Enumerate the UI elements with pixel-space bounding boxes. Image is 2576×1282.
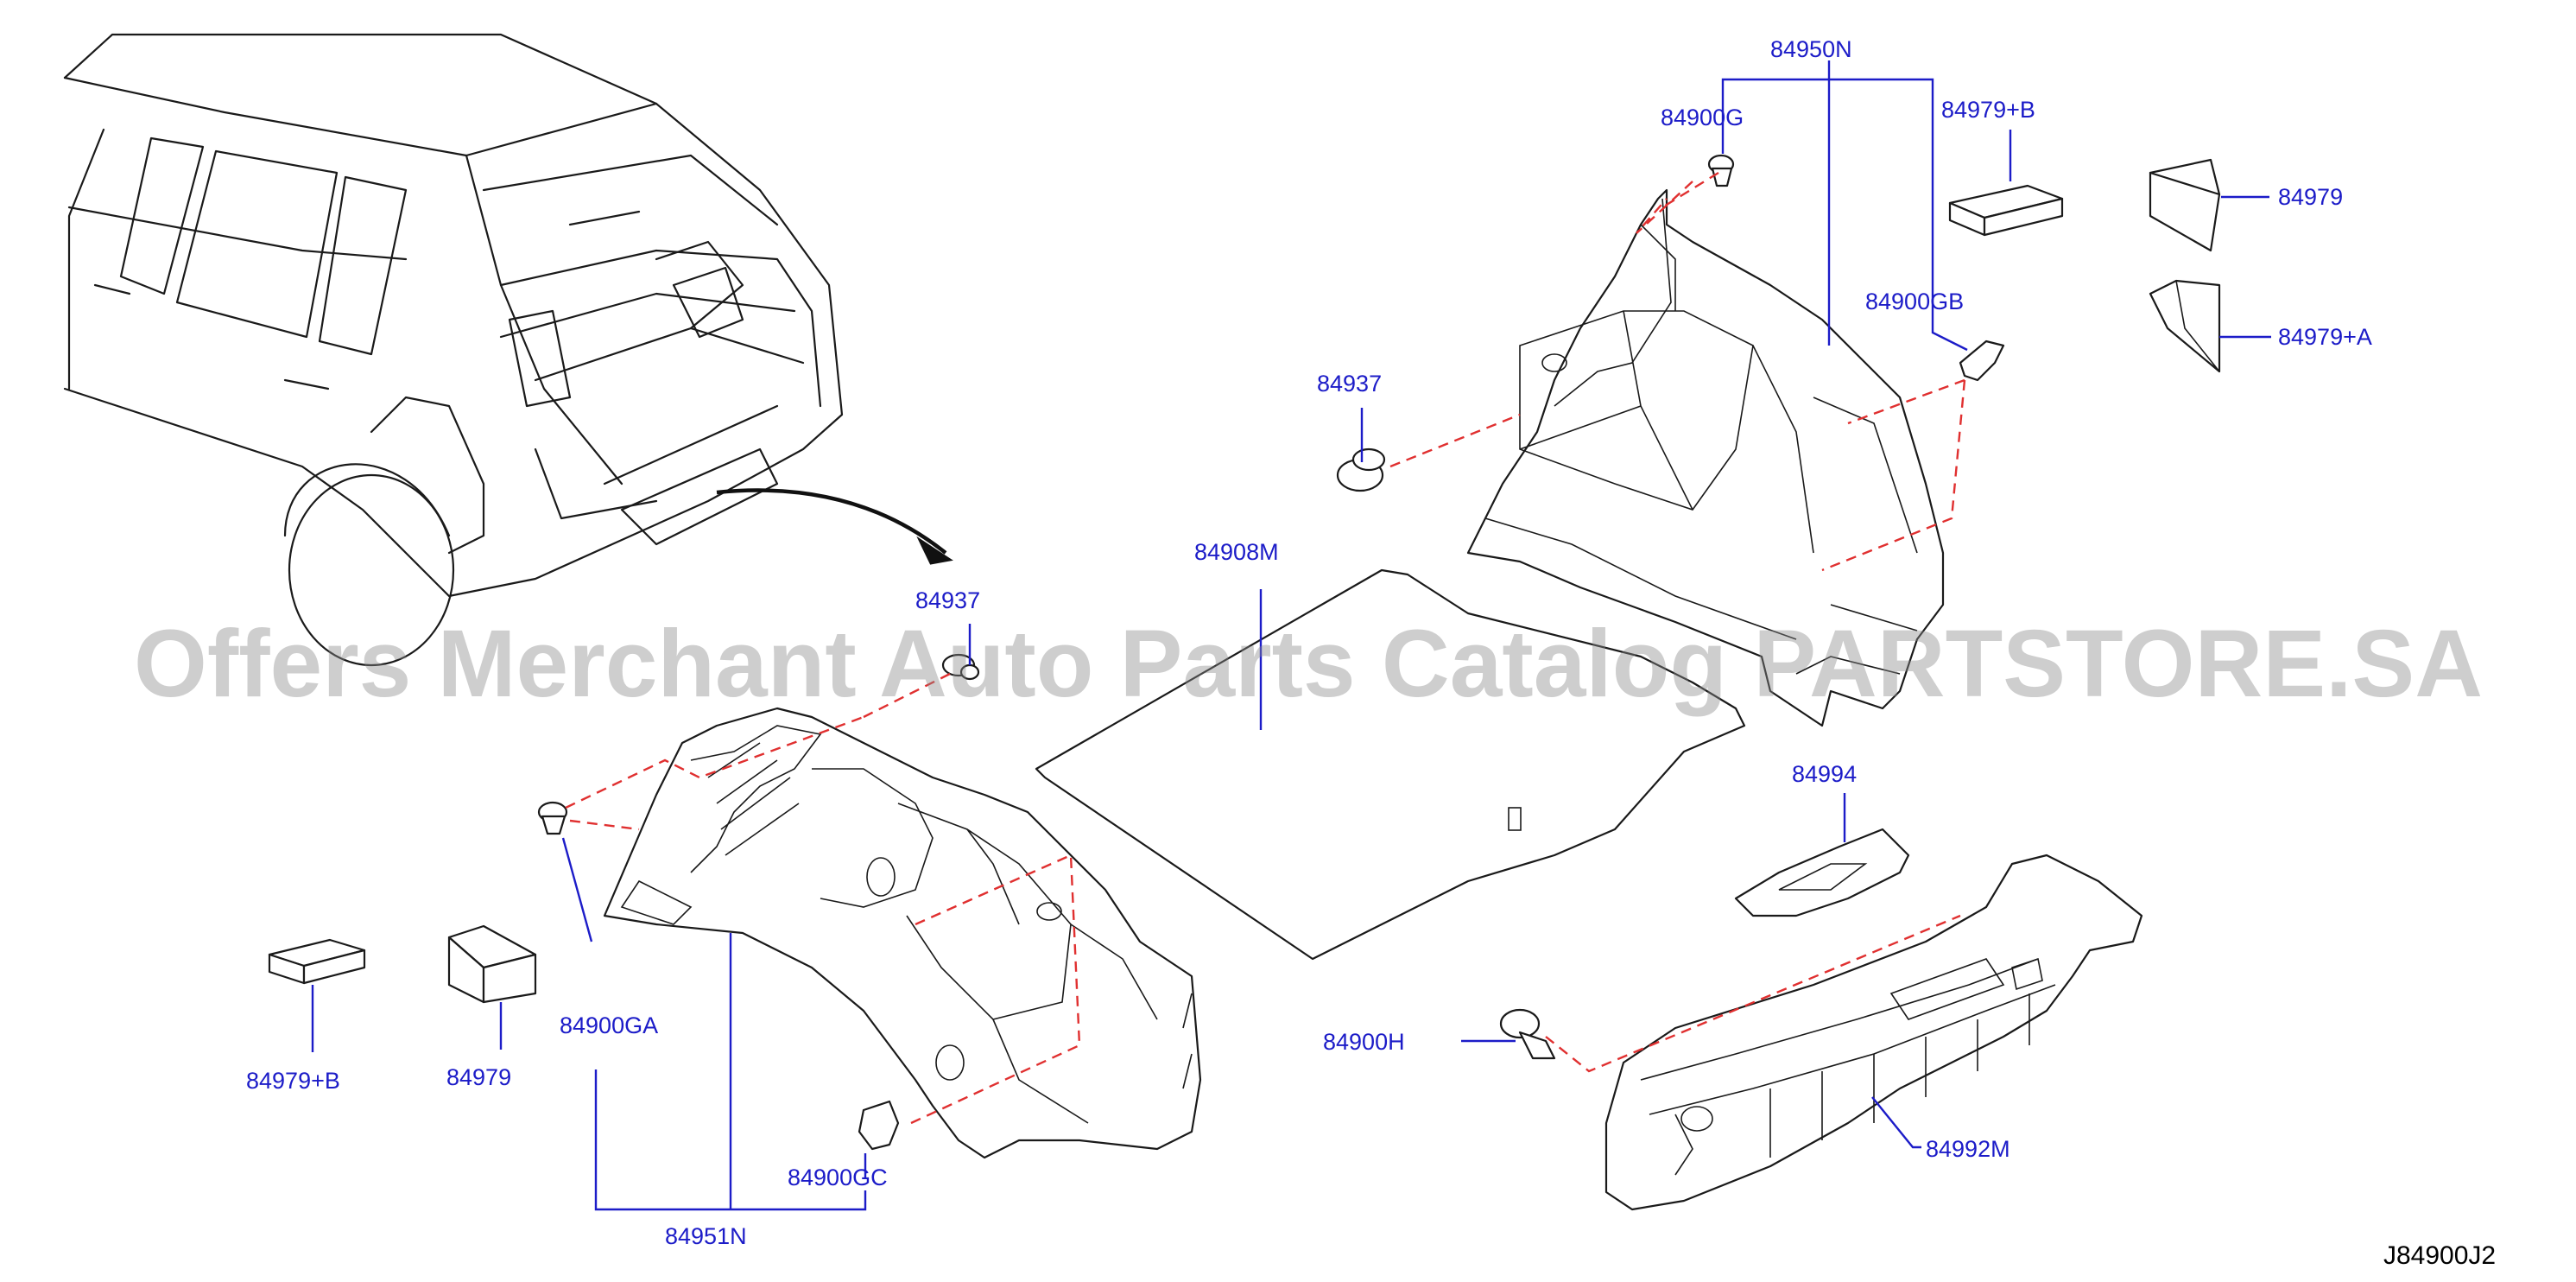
- callout-84937-top: 84937: [1317, 371, 1382, 397]
- callout-84994: 84994: [1792, 761, 1857, 787]
- callout-labels: 84950N 84900G 84979+B 84979 84900GB 8497…: [246, 36, 2372, 1249]
- clip-84900GB: [1959, 340, 2005, 382]
- watermark-text: Offers Merchant Auto Parts Catalog PARTS…: [134, 611, 2483, 717]
- lh-side-trim-84951N: [603, 707, 1202, 1159]
- callout-84979B-top: 84979+B: [1941, 97, 2035, 123]
- rh-side-trim-84950N: [1466, 188, 1945, 727]
- clip-84900GA: [537, 801, 568, 835]
- callout-84937-mid: 84937: [915, 587, 980, 613]
- callout-84979-top: 84979: [2278, 184, 2343, 210]
- callout-84979-bottom: 84979: [446, 1064, 511, 1090]
- callout-84900GA: 84900GA: [560, 1012, 658, 1038]
- callout-84951N: 84951N: [665, 1223, 747, 1249]
- block-84979-bottom: [447, 924, 537, 1004]
- assembly-dashed-lines: [565, 171, 1966, 1125]
- trim-84994: [1734, 828, 1910, 917]
- clip-84900GC: [858, 1100, 900, 1151]
- block-84979B-bottom: [268, 938, 366, 985]
- block-84979B-top: [1948, 184, 2064, 237]
- callout-84900G: 84900G: [1661, 105, 1744, 130]
- leader-lines: [311, 60, 2271, 1211]
- diagram-code: J84900J2: [2383, 1241, 2496, 1270]
- clip-84937-mid: [941, 653, 980, 681]
- rear-finisher-84992M: [1604, 854, 2143, 1211]
- clip-84900G: [1707, 154, 1735, 187]
- callout-84900H: 84900H: [1323, 1029, 1405, 1055]
- block-84979-top: [2149, 158, 2221, 252]
- callout-84979B-bottom: 84979+B: [246, 1068, 340, 1094]
- block-84979A: [2149, 279, 2221, 373]
- callout-84950N: 84950N: [1770, 36, 1852, 62]
- clip-84900H: [1499, 1008, 1556, 1060]
- trunk-floor-mat-84908M: [1035, 568, 1746, 961]
- callout-84900GB: 84900GB: [1865, 289, 1964, 314]
- callout-84979A: 84979+A: [2278, 324, 2372, 350]
- callout-84900GC: 84900GC: [788, 1165, 888, 1190]
- vehicle-overview: [63, 33, 953, 667]
- callout-84992M: 84992M: [1926, 1136, 2010, 1162]
- callout-84908M: 84908M: [1194, 539, 1279, 565]
